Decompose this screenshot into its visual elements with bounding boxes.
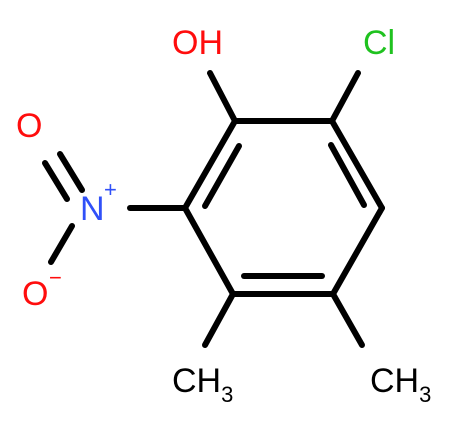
bond-n-o-double [57,151,85,193]
methyl-left-subscript: 3 [221,382,233,407]
nitro-oxygen-charge: − [49,265,62,290]
methyl-right-label: CH3 [370,362,431,407]
benzene-ring [182,118,385,297]
ring-bond [182,205,236,297]
bond-cl [329,70,361,124]
methyl-left-ch: CH [172,362,221,400]
nitro-bonds [42,151,85,265]
hydroxyl-label: OH [172,24,223,62]
nitro-oxygen-single-label: O [22,275,48,313]
nitro-nitrogen-label: N [80,190,105,228]
bond-n-o-double-second [42,160,70,202]
ring-bond-inner [328,142,367,208]
nitro-nitrogen-charge: + [104,177,117,202]
ring-bond [329,118,385,211]
methyl-left-label: CH3 [172,362,233,407]
methyl-right-subscript: 3 [419,382,431,407]
chlorine-label: Cl [363,24,395,62]
ring-bond [330,205,385,297]
bond-methyl-left [202,291,236,348]
ring-bond [182,118,238,211]
nitro-oxygen-double-label: O [16,107,42,145]
bond-n-o-single [48,223,75,265]
methyl-right-ch: CH [370,362,419,400]
bond-oh [207,70,238,124]
substituent-bonds [127,70,365,348]
bond-methyl-right [330,291,365,348]
ring-bond-inner [202,143,242,209]
